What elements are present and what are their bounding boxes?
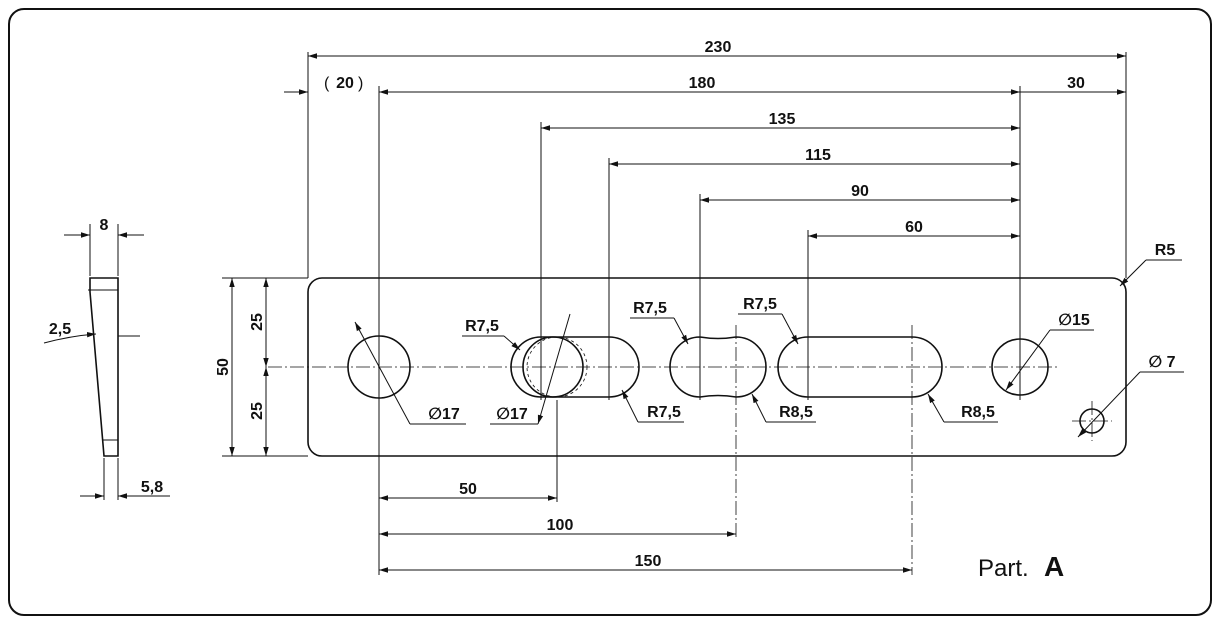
- part-letter: A: [1044, 551, 1064, 582]
- side-dim-angle: 2,5: [49, 321, 71, 338]
- dim-slot1-dia: ∅17: [496, 406, 528, 423]
- leader-slot1-r-bottom: [621, 389, 639, 423]
- dim-180: 180: [689, 75, 716, 92]
- leader-hole-left: [354, 321, 411, 425]
- dim-90: 90: [851, 183, 869, 200]
- dim-slot3-r-bottom: R8,5: [961, 404, 995, 421]
- dim-20-paren-open: (: [324, 75, 330, 92]
- dim-hole-small-dia: ∅ 7: [1148, 354, 1175, 371]
- drawing-frame: [8, 8, 1212, 616]
- leader-hole-small: [1077, 371, 1141, 438]
- leader-slot3-r-bottom: [927, 393, 945, 423]
- dim-115: 115: [805, 147, 831, 164]
- leader-slot2-r-top: [673, 317, 689, 345]
- leader-slot1-r-top: [503, 335, 521, 351]
- slot-1-hidden-circle: [526, 336, 588, 398]
- dim-60: 60: [905, 219, 923, 236]
- leader-hole-right: [1005, 329, 1051, 391]
- side-dim-8: 8: [100, 217, 109, 234]
- dim-slot2-r-top: R7,5: [633, 300, 667, 317]
- dim-20: 20: [336, 75, 354, 92]
- dim-slot1-r-top: R7,5: [465, 318, 499, 335]
- dim-230: 230: [705, 39, 732, 56]
- side-dim-58: 5,8: [141, 479, 163, 496]
- dim-slot1-r-bottom: R7,5: [647, 404, 681, 421]
- dim-50-bottom: 50: [459, 481, 477, 498]
- dim-hole-right-dia: ∅15: [1058, 312, 1090, 329]
- dim-135: 135: [769, 111, 796, 128]
- dim-slot2-r-bottom: R8,5: [779, 404, 813, 421]
- leader-r5: [1119, 259, 1147, 287]
- dim-25-bottom: 25: [249, 402, 266, 420]
- dim-30: 30: [1067, 75, 1085, 92]
- slot-1-circle: [522, 336, 584, 398]
- leader-slot3-r-top: [781, 313, 799, 345]
- dim-20-paren-close: ): [358, 75, 363, 92]
- part-label: Part.: [978, 555, 1029, 582]
- dim-slot3-r-top: R7,5: [743, 296, 777, 313]
- side-angle-arc: [43, 331, 97, 344]
- dim-150: 150: [635, 553, 662, 570]
- side-view-profile: [89, 277, 119, 457]
- leader-slot2-r-bottom: [751, 393, 767, 423]
- dim-r5: R5: [1155, 242, 1176, 259]
- dim-hole-left-dia: ∅17: [428, 406, 460, 423]
- dim-100: 100: [547, 517, 574, 534]
- leader-slot1-dia: [537, 313, 571, 425]
- dim-25-top: 25: [249, 313, 266, 331]
- dim-50-vert: 50: [215, 358, 232, 376]
